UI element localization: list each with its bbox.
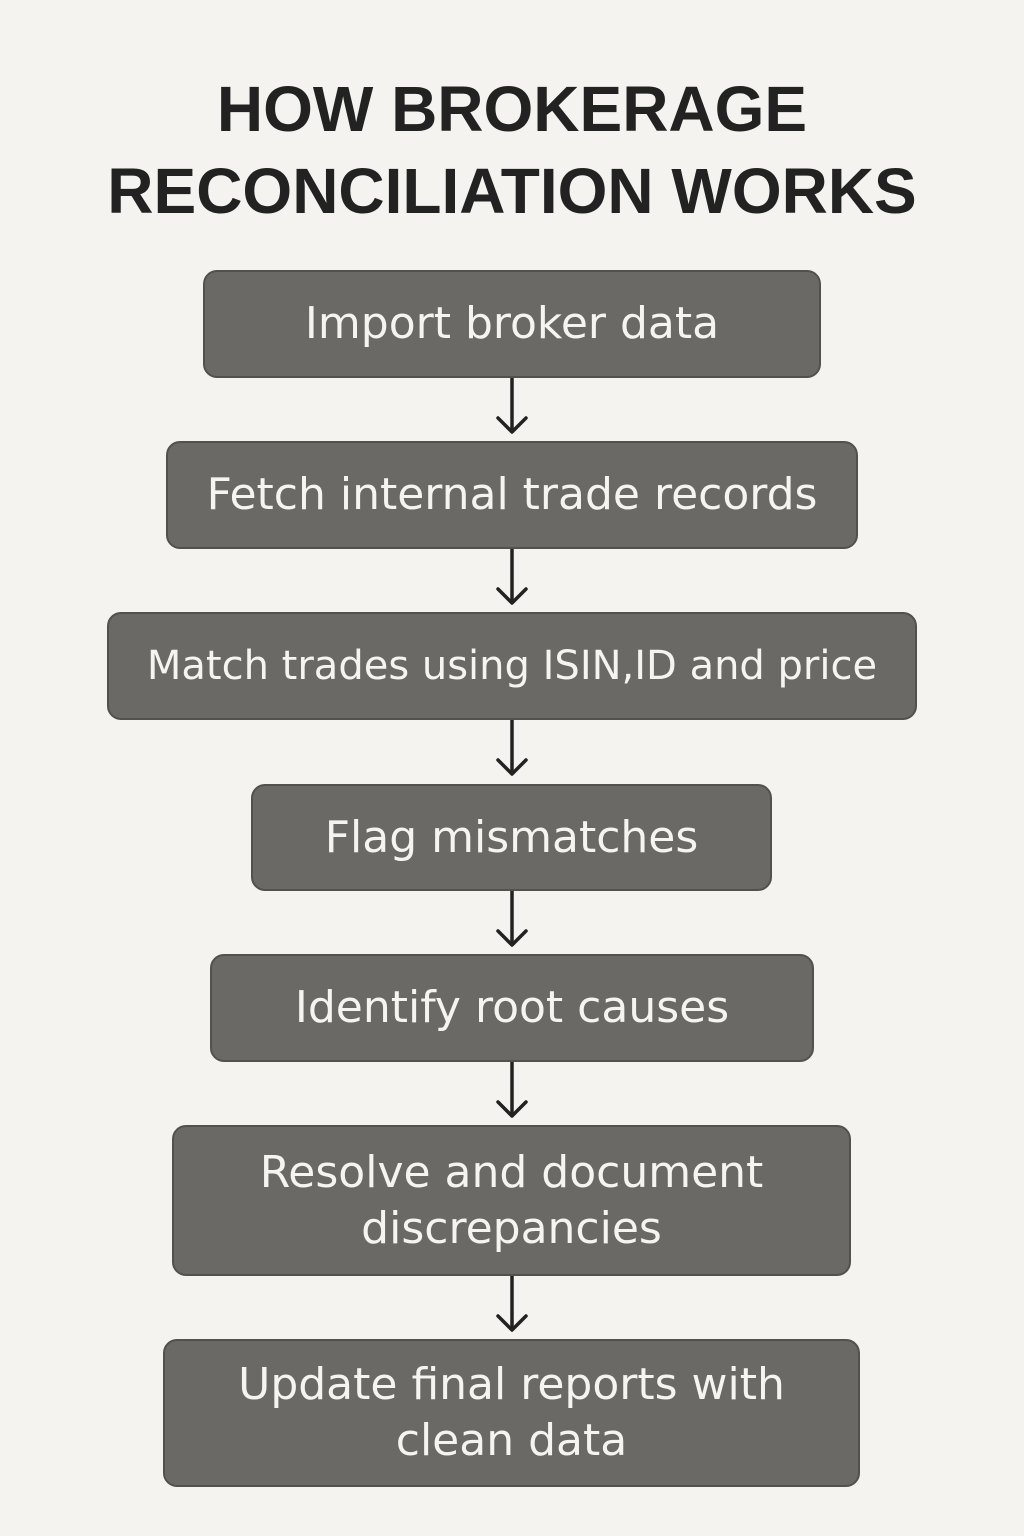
step-flag-mismatches: Flag mismatches [251, 784, 772, 891]
step-match-trades: Match trades using ISIN,ID and price [107, 612, 917, 720]
page-title: HOW BROKERAGE RECONCILIATION WORKS [0, 68, 1024, 232]
step-import-broker-data: Import broker data [203, 270, 821, 378]
step-identify-root-causes: Identify root causes [210, 954, 814, 1062]
step-fetch-internal-records: Fetch internal trade records [166, 441, 858, 549]
arrow-down-icon [496, 891, 528, 947]
step-update-final-reports: Update final reports with clean data [163, 1339, 860, 1487]
title-line-2: RECONCILIATION WORKS [107, 155, 917, 227]
arrow-down-icon [496, 1276, 528, 1332]
arrow-down-icon [496, 549, 528, 605]
arrow-down-icon [496, 1062, 528, 1118]
arrow-down-icon [496, 720, 528, 776]
step-resolve-discrepancies: Resolve and document discrepancies [172, 1125, 851, 1276]
title-line-1: HOW BROKERAGE [216, 73, 808, 145]
arrow-down-icon [496, 378, 528, 434]
